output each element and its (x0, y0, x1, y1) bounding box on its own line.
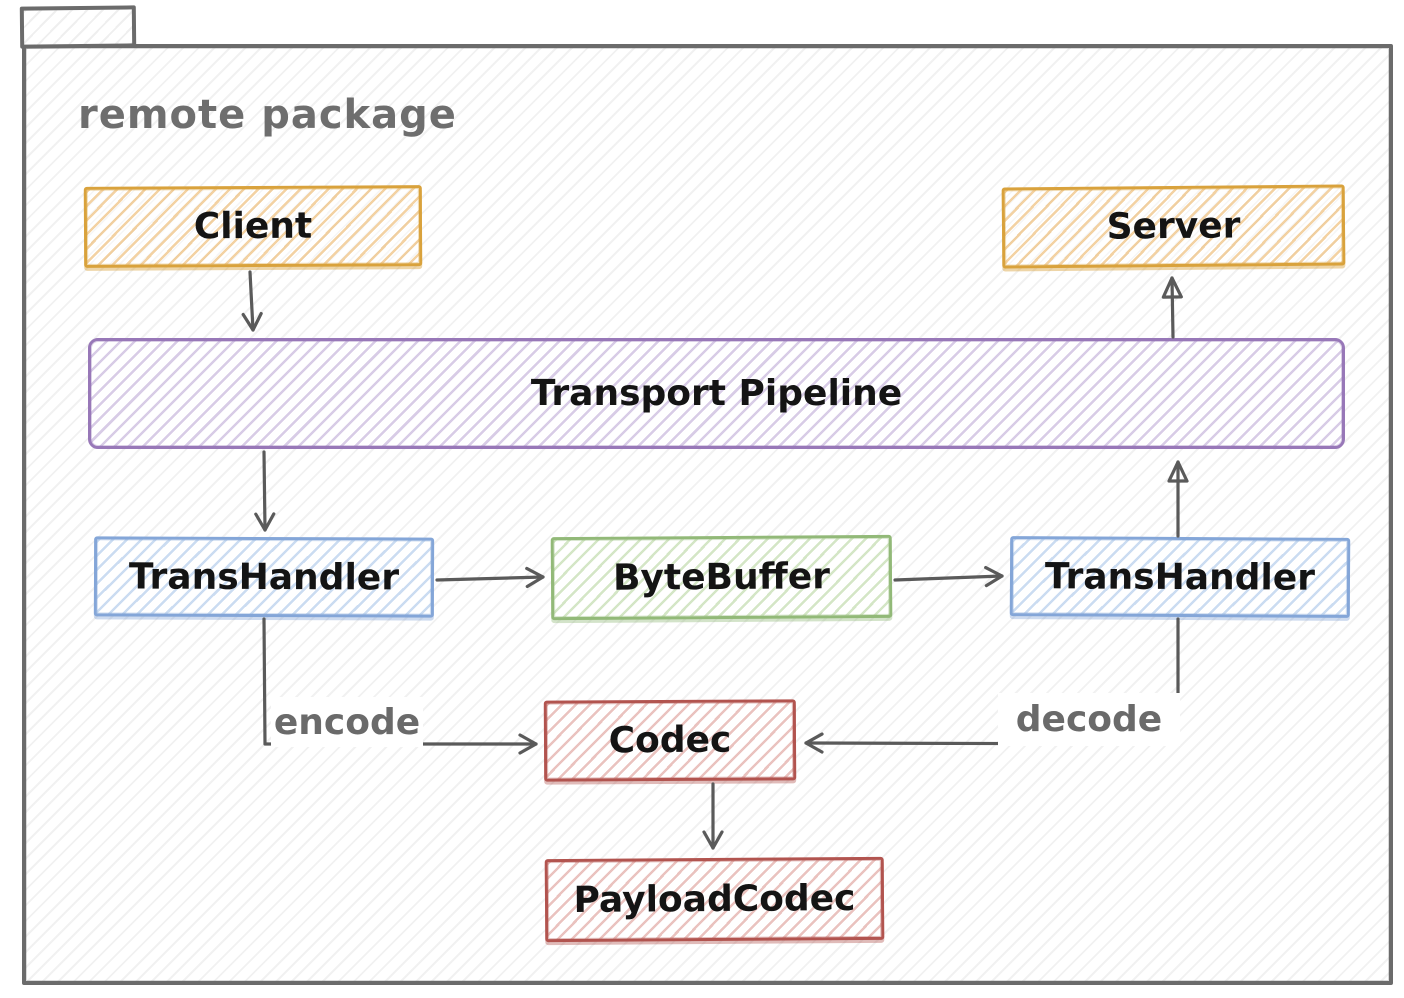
node-payloadcodec-label: PayloadCodec (573, 878, 856, 921)
node-transhandler-left-label: TransHandler (128, 556, 400, 598)
node-transport-pipeline-label: Transport Pipeline (530, 373, 903, 414)
node-bytebuffer-label: ByteBuffer (612, 556, 831, 599)
node-client: Client (83, 185, 423, 268)
node-codec-label: Codec (608, 719, 732, 762)
node-server-label: Server (1106, 205, 1241, 248)
node-client-label: Client (193, 205, 313, 248)
node-bytebuffer: ByteBuffer (550, 534, 893, 621)
node-codec: Codec (543, 699, 797, 782)
node-transport-pipeline: Transport Pipeline (88, 338, 1345, 449)
package-title: remote package (78, 92, 457, 138)
package-tab (19, 5, 137, 49)
node-transhandler-left: TransHandler (93, 536, 435, 618)
node-transhandler-right-label: TransHandler (1044, 555, 1316, 599)
node-transhandler-right: TransHandler (1009, 536, 1351, 618)
node-server: Server (1001, 184, 1346, 269)
node-payloadcodec: PayloadCodec (544, 856, 885, 943)
edge-label-encode: encode (271, 697, 423, 747)
edge-label-decode: decode (998, 693, 1180, 746)
